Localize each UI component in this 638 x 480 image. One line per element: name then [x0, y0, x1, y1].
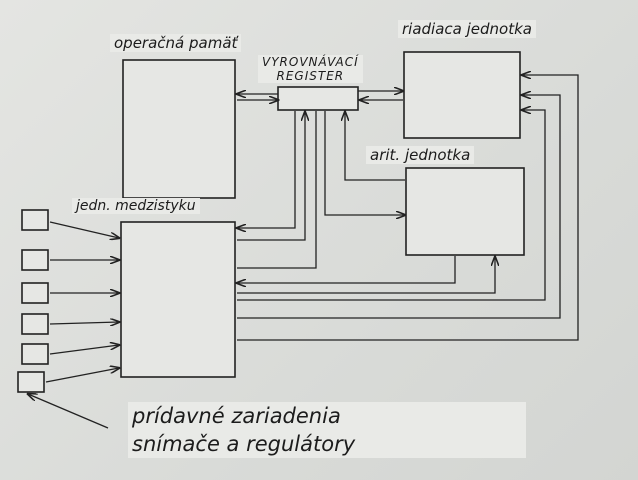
register-label: VYROVNÁVACÍ REGISTER: [258, 55, 363, 83]
peripherals-label-line2: snímače a regulátory: [132, 432, 356, 456]
peripheral-box-2: [21, 249, 49, 271]
interface-unit-label: jedn. medzistyku: [72, 198, 200, 214]
memory-box: [122, 59, 236, 199]
peripheral-box-3: [21, 282, 49, 304]
interface-unit-box: [120, 221, 236, 378]
register-label-line1: VYROVNÁVACÍ: [262, 55, 359, 69]
peripherals-label-line1: prídavné zariadenia: [132, 404, 341, 428]
connection-lines: [28, 75, 579, 429]
arithmetic-unit-box: [405, 167, 525, 256]
control-unit-label: riadiaca jednotka: [398, 20, 536, 38]
peripheral-box-6: [17, 371, 45, 393]
register-label-line2: REGISTER: [276, 69, 345, 83]
memory-label: operačná pamäť: [110, 34, 242, 52]
peripheral-box-5: [21, 343, 49, 365]
arithmetic-unit-label: arit. jednotka: [366, 146, 475, 164]
register-box: [277, 86, 359, 111]
peripheral-box-4: [21, 313, 49, 335]
control-unit-box: [403, 51, 521, 139]
peripheral-box-1: [21, 209, 49, 231]
peripherals-label: prídavné zariadenia snímače a regulátory: [128, 402, 526, 458]
